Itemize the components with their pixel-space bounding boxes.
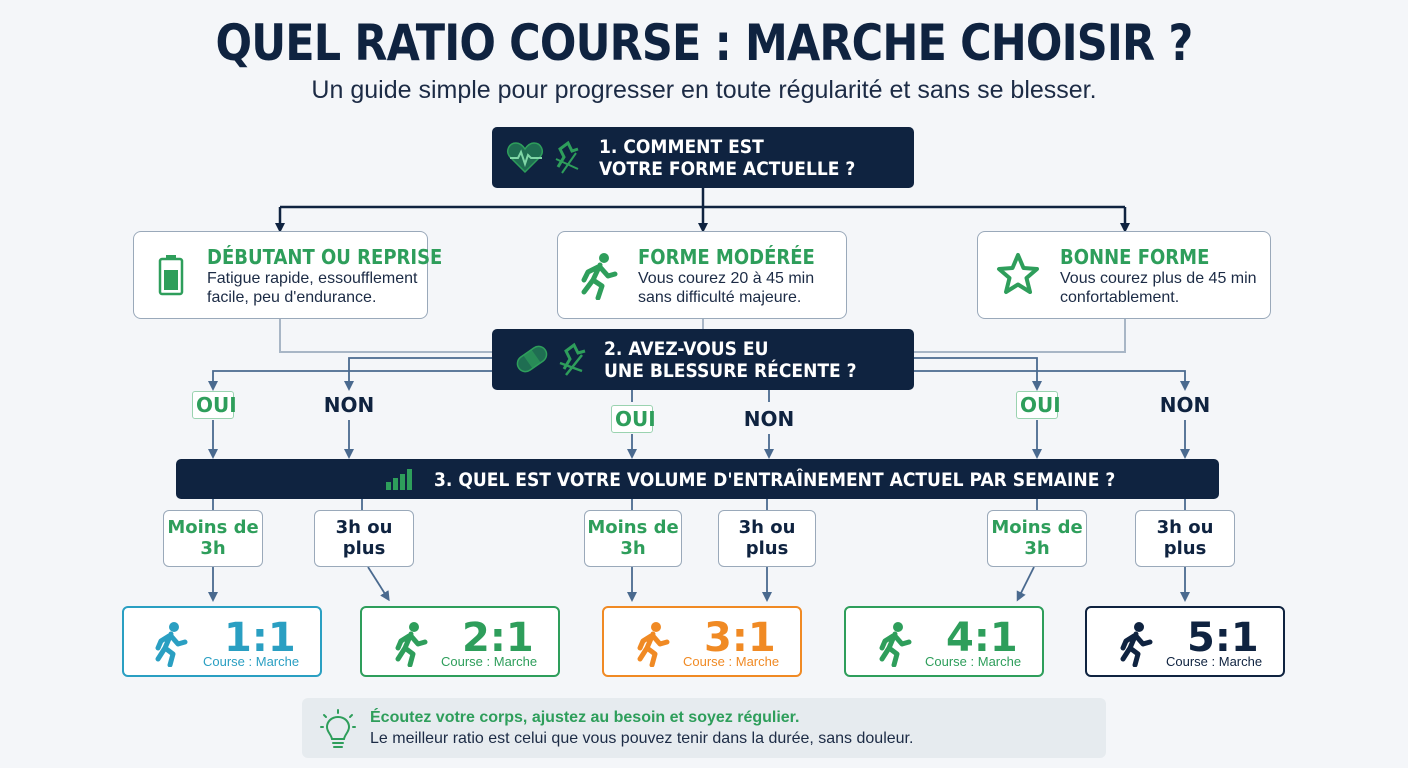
runner-icon xyxy=(395,622,428,667)
question-1-line-1: 1. COMMENT EST xyxy=(599,136,764,158)
page-subtitle: Un guide simple pour progresser en toute… xyxy=(311,76,1097,104)
battery-icon xyxy=(158,255,184,296)
answer-no-beginner: NON xyxy=(323,393,375,417)
star-icon xyxy=(997,253,1039,294)
question-3-text: 3. QUEL EST VOTRE VOLUME D'ENTRAÎNEMENT … xyxy=(434,469,1116,491)
question-1-box: 1. COMMENT EST VOTRE FORME ACTUELLE ? xyxy=(492,127,914,188)
volume-less-beginner: Moins de 3h xyxy=(163,510,263,567)
volume-line-2: 3h xyxy=(620,538,646,559)
heart-pulse-icon xyxy=(507,140,579,174)
question-2-line-2: UNE BLESSURE RÉCENTE ? xyxy=(604,360,857,382)
answer-no-good: NON xyxy=(1159,393,1211,417)
volume-more-moderate: 3h ou plus xyxy=(718,510,816,567)
ratio-value: 4:1 xyxy=(946,615,1018,661)
ratio-value: 1:1 xyxy=(224,615,296,661)
volume-line-1: 3h ou xyxy=(738,517,796,538)
volume-line-2: plus xyxy=(342,538,386,559)
runner-icon xyxy=(155,622,188,667)
ratio-label: Course : Marche xyxy=(683,654,780,669)
question-2-box: 2. AVEZ-VOUS EU UNE BLESSURE RÉCENTE ? xyxy=(492,329,914,390)
ratio-box-4-1: 4:1 Course : Marche xyxy=(844,606,1044,677)
level-card-good: BONNE FORME Vous courez plus de 45 min c… xyxy=(977,231,1271,319)
ratio-label: Course : Marche xyxy=(203,654,300,669)
volume-line-2: plus xyxy=(1163,538,1207,559)
level-title: FORME MODÉRÉE xyxy=(638,245,815,269)
ratio-value: 3:1 xyxy=(704,615,776,661)
volume-line-2: plus xyxy=(745,538,789,559)
ratio-box-2-1: 2:1 Course : Marche xyxy=(360,606,560,677)
level-desc-line-2: facile, peu d'endurance. xyxy=(207,289,377,306)
bandage-icon xyxy=(516,342,586,376)
ratio-value: 5:1 xyxy=(1187,615,1259,661)
volume-line-1: Moins de xyxy=(991,517,1083,538)
level-desc-line-1: Vous courez 20 à 45 min xyxy=(638,270,815,287)
level-desc-line-1: Vous courez plus de 45 min xyxy=(1060,270,1257,287)
tip-headline: Écoutez votre corps, ajustez au besoin e… xyxy=(370,709,800,726)
level-card-moderate: FORME MODÉRÉE Vous courez 20 à 45 min sa… xyxy=(557,231,847,319)
ratio-box-5-1: 5:1 Course : Marche xyxy=(1085,606,1285,677)
tip-box: Écoutez votre corps, ajustez au besoin e… xyxy=(302,698,1106,758)
volume-less-good: Moins de 3h xyxy=(987,510,1087,567)
level-desc-line-1: Fatigue rapide, essoufflement xyxy=(207,270,418,287)
runner-icon xyxy=(581,253,618,300)
lightbulb-icon xyxy=(320,709,356,748)
volume-line-1: Moins de xyxy=(167,517,259,538)
level-desc-line-2: sans difficulté majeure. xyxy=(638,289,802,306)
level-desc-line-2: confortablement. xyxy=(1060,289,1180,306)
tip-text: Le meilleur ratio est celui que vous pou… xyxy=(370,730,914,747)
page-title: QUEL RATIO COURSE : MARCHE CHOISIR ? xyxy=(215,14,1194,72)
volume-line-1: 3h ou xyxy=(335,517,393,538)
level-title: BONNE FORME xyxy=(1060,245,1210,269)
volume-line-2: 3h xyxy=(200,538,226,559)
answer-no-moderate: NON xyxy=(743,407,795,431)
runner-icon xyxy=(637,622,670,667)
ratio-value: 2:1 xyxy=(462,615,534,661)
question-2-line-1: 2. AVEZ-VOUS EU xyxy=(604,338,769,360)
volume-more-good: 3h ou plus xyxy=(1135,510,1235,567)
question-1-line-2: VOTRE FORME ACTUELLE ? xyxy=(599,158,856,180)
volume-line-1: Moins de xyxy=(587,517,679,538)
answer-yes-good: OUI xyxy=(1016,391,1061,419)
ratio-box-3-1: 3:1 Course : Marche xyxy=(602,606,802,677)
answer-yes-moderate: OUI xyxy=(611,405,656,433)
volume-line-1: 3h ou xyxy=(1156,517,1214,538)
runner-icon xyxy=(879,622,912,667)
runner-icon xyxy=(1120,622,1153,667)
answer-yes-beginner: OUI xyxy=(192,391,237,419)
level-title: DÉBUTANT OU REPRISE xyxy=(207,245,443,269)
level-card-beginner: DÉBUTANT OU REPRISE Fatigue rapide, esso… xyxy=(133,231,442,319)
bar-chart-icon xyxy=(386,469,412,490)
question-3-box: 3. QUEL EST VOTRE VOLUME D'ENTRAÎNEMENT … xyxy=(176,459,1219,499)
volume-more-beginner: 3h ou plus xyxy=(314,510,414,567)
ratio-label: Course : Marche xyxy=(925,654,1022,669)
volume-line-2: 3h xyxy=(1024,538,1050,559)
ratio-label: Course : Marche xyxy=(1166,654,1263,669)
ratio-box-1-1: 1:1 Course : Marche xyxy=(122,606,322,677)
volume-less-moderate: Moins de 3h xyxy=(584,510,682,567)
ratio-label: Course : Marche xyxy=(441,654,538,669)
